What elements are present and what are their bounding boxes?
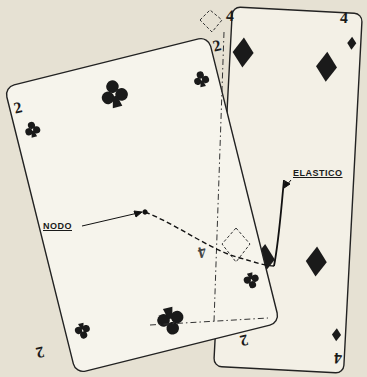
callout-label: ELASTICO: [292, 168, 344, 179]
card-index: 2: [34, 343, 46, 360]
card-index: 4: [334, 350, 343, 366]
card-index: 4: [226, 8, 235, 24]
elastic-band: [143, 180, 284, 266]
card-index: 2: [211, 37, 223, 54]
hidden-edges: [150, 10, 268, 325]
card-index: 4: [340, 10, 349, 26]
callout-label: NODO: [42, 221, 73, 232]
two-of-clubs-card: [4, 36, 279, 373]
leader-lines: [82, 180, 291, 226]
